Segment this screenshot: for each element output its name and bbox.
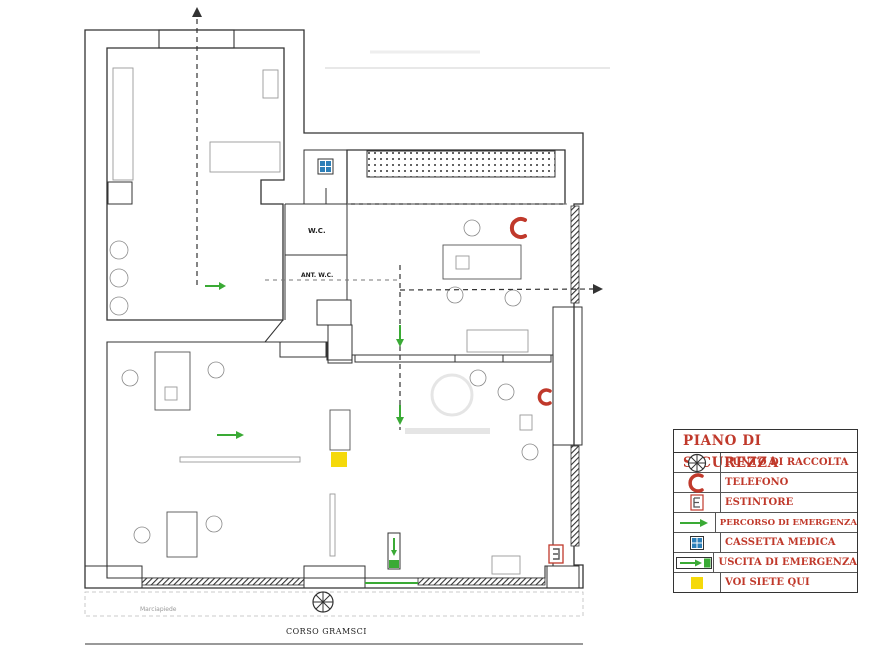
legend-label: TELEFONO (725, 477, 789, 488)
emergency-route-secondary (265, 203, 570, 281)
legend-label: CASSETTA MEDICA (725, 537, 836, 548)
legend-row: TELEFONO (674, 472, 857, 493)
anti-wc-label: ANT. W.C. (301, 272, 333, 279)
street-label: CORSO GRAMSCI (286, 627, 367, 636)
emergency-path-arrows (205, 282, 404, 439)
hatched-wall-right-upper (570, 205, 580, 304)
legend-label: VOI SIETE QUI (725, 577, 810, 588)
legend-row: USCITA DI EMERGENZA (674, 553, 857, 573)
emergency-exit-icon (387, 532, 401, 570)
fire-extinguisher-icon (548, 544, 564, 564)
legend-title: PIANO DI SICUREZZA (674, 430, 857, 471)
phone-icon (674, 472, 721, 493)
partitions (84, 149, 583, 589)
legend-label: USCITA DI EMERGENZA (718, 557, 857, 568)
sidewalk-label: Marciapiede (140, 606, 177, 613)
hatched-wall-bottom-right (417, 577, 546, 586)
furniture (112, 67, 533, 575)
assembly-point-icon (674, 453, 721, 472)
chairs (109, 219, 539, 544)
legend-row: ESTINTORE (674, 493, 857, 513)
first-aid-box-icon (674, 533, 721, 552)
fire-extinguisher-icon (674, 493, 721, 512)
emergency-path-arrow-icon (674, 513, 716, 532)
phone-icon (509, 217, 527, 239)
dotted-skylight (366, 150, 556, 178)
outer-walls (84, 29, 584, 589)
watermark-logo (405, 373, 490, 434)
legend-label: PERCORSO DI EMERGENZA (719, 517, 857, 528)
wc-label: W.C. (308, 227, 326, 235)
you-are-here-icon (331, 452, 347, 467)
phone-icon (537, 388, 552, 406)
emergency-path-arrow-icon (217, 431, 244, 439)
sidewalk (84, 591, 584, 617)
emergency-route (196, 12, 596, 430)
legend-label: PUNTO DI RACCOLTA (725, 457, 849, 468)
legend-label: ESTINTORE (725, 497, 794, 508)
hatched-wall-right-lower (570, 445, 580, 547)
first-aid-box-icon (317, 158, 334, 175)
legend: PIANO DI SICUREZZA PUNTO DI RACCOLTA TEL… (673, 429, 858, 593)
emergency-path-arrow-icon (396, 325, 404, 347)
header-watermark (325, 50, 610, 69)
legend-row: CASSETTA MEDICA (674, 533, 857, 553)
exit-arrow-top (192, 7, 202, 17)
emergency-exit-icon (674, 553, 715, 572)
emergency-path-arrow-icon (396, 405, 404, 425)
legend-row: PERCORSO DI EMERGENZA (674, 513, 857, 533)
emergency-path-arrow-icon (205, 282, 226, 290)
legend-row: VOI SIETE QUI (674, 573, 857, 592)
assembly-point-icon (312, 591, 334, 613)
you-are-here-icon (674, 573, 721, 592)
legend-row: PUNTO DI RACCOLTA (674, 453, 857, 473)
exit-arrow-right (593, 284, 603, 294)
hatched-wall-bottom-left (141, 577, 305, 586)
